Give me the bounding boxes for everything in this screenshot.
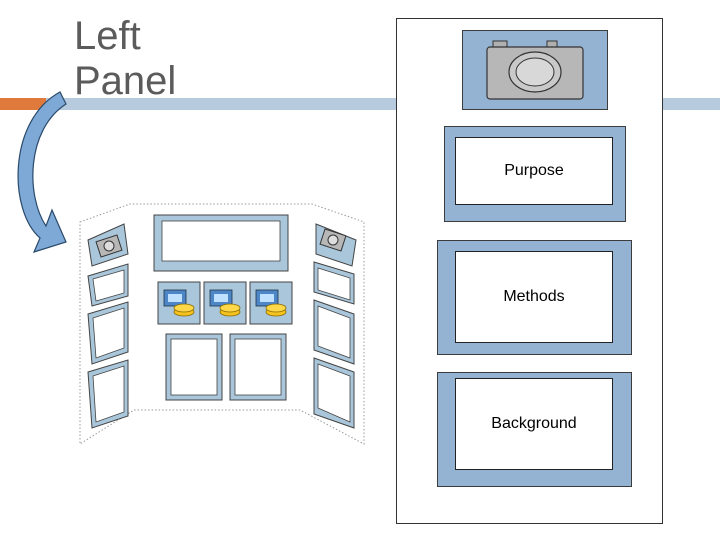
chart-tiles: [157, 281, 293, 325]
accent-bar-right: [662, 98, 720, 110]
poster-outline: [79, 203, 365, 445]
chart-coins-icon: [157, 281, 201, 325]
accent-bar-left: [46, 98, 396, 110]
curved-arrow-icon: [17, 91, 67, 253]
lower-panels: [165, 333, 287, 401]
camera-icon: [486, 40, 584, 100]
methods-card-label: Methods: [455, 251, 613, 343]
slide-title: Left Panel: [74, 14, 176, 104]
title-line-1: Left: [74, 14, 141, 58]
photo-slot: [462, 30, 608, 110]
purpose-card-label: Purpose: [455, 137, 613, 205]
camera-icon: [95, 234, 123, 258]
left-wing-column: [87, 223, 129, 429]
camera-icon: [319, 228, 347, 252]
accent-bar-orange: [0, 98, 46, 110]
title-line-2: Panel: [74, 59, 177, 103]
chart-coins-icon: [203, 281, 247, 325]
chart-coins-icon: [249, 281, 293, 325]
background-card-label: Background: [455, 378, 613, 470]
right-wing-column: [313, 223, 357, 429]
center-title-block: [153, 214, 289, 272]
